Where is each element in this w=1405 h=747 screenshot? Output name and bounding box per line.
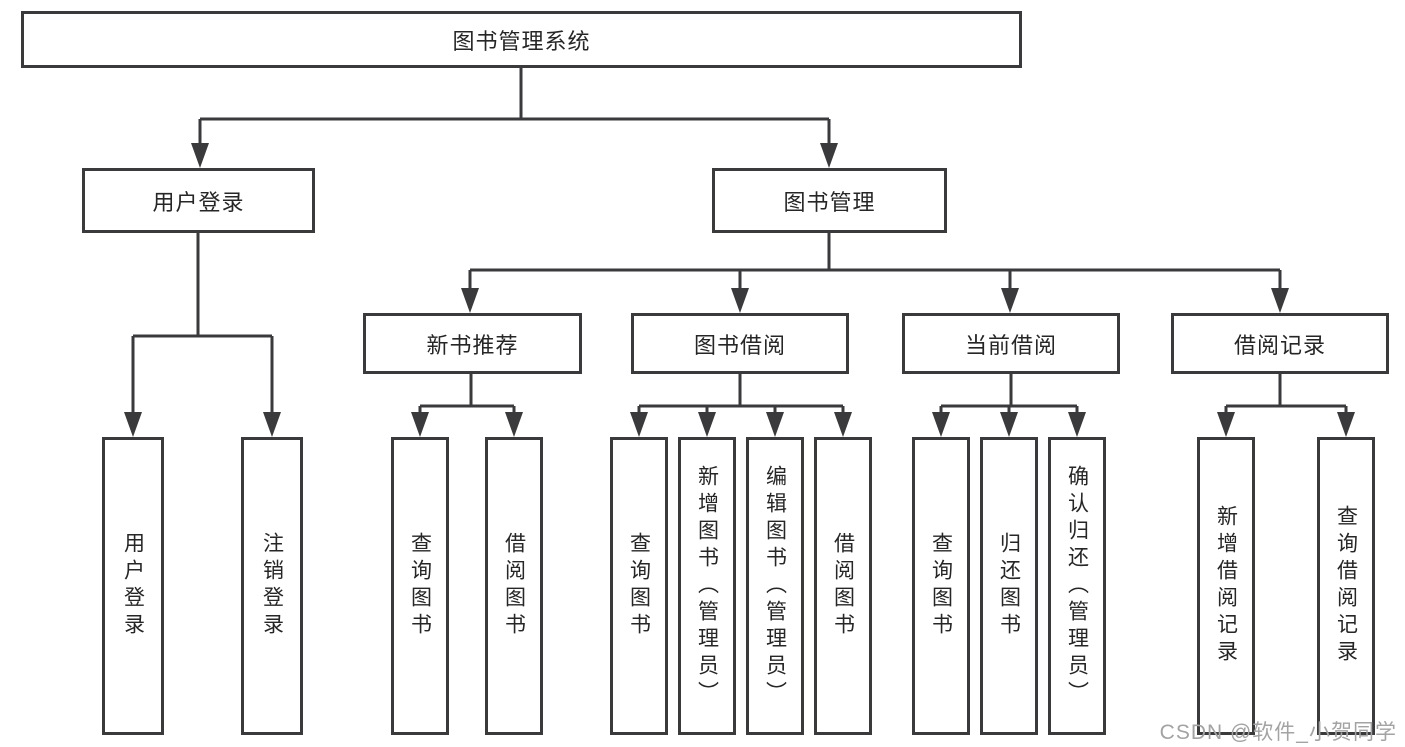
node-root-label: 图书管理系统 (452, 28, 591, 54)
leaf-query-books-borrowing: 查询图书 (610, 437, 668, 735)
leaf-query-books-current: 查询图书 (912, 437, 970, 735)
node-root: 图书管理系统 (21, 11, 1022, 68)
node-current-borrowing: 当前借阅 (902, 313, 1120, 374)
node-book-management: 图书管理 (712, 168, 947, 233)
node-new-book-recommend: 新书推荐 (363, 313, 582, 374)
leaf-user-login-label: 用户登录 (121, 532, 145, 640)
leaf-confirm-return-admin-label: 确认归还（管理员） (1065, 464, 1089, 708)
leaf-user-login: 用户登录 (102, 437, 164, 735)
leaf-logout: 注销登录 (241, 437, 303, 735)
leaf-confirm-return-admin: 确认归还（管理员） (1048, 437, 1106, 735)
leaf-borrow-books-label: 借阅图书 (831, 532, 855, 640)
node-borrow-records: 借阅记录 (1171, 313, 1389, 374)
leaf-add-borrow-record-label: 新增借阅记录 (1214, 505, 1238, 667)
node-borrow-records-label: 借阅记录 (1233, 332, 1326, 358)
node-new-book-recommend-label: 新书推荐 (426, 332, 519, 358)
node-current-borrowing-label: 当前借阅 (964, 332, 1057, 358)
leaf-return-books: 归还图书 (980, 437, 1038, 735)
leaf-edit-books-admin-label: 编辑图书（管理员） (763, 464, 787, 708)
leaf-edit-books-admin: 编辑图书（管理员） (746, 437, 804, 735)
node-user-login: 用户登录 (82, 168, 315, 233)
leaf-borrow-books-recommend: 借阅图书 (485, 437, 543, 735)
leaf-add-books-admin-label: 新增图书（管理员） (695, 464, 719, 708)
leaf-add-books-admin: 新增图书（管理员） (678, 437, 736, 735)
node-user-login-label: 用户登录 (152, 189, 245, 215)
csdn-watermark: CSDN @软件_小贺同学 (1159, 721, 1397, 744)
leaf-query-books-recommend: 查询图书 (391, 437, 449, 735)
leaf-query-borrow-record-label: 查询借阅记录 (1334, 505, 1358, 667)
leaf-query-books-recommend-label: 查询图书 (408, 532, 432, 640)
leaf-query-borrow-record: 查询借阅记录 (1317, 437, 1375, 735)
leaf-add-borrow-record: 新增借阅记录 (1197, 437, 1255, 735)
leaf-query-books-borrowing-label: 查询图书 (627, 532, 651, 640)
leaf-query-books-current-label: 查询图书 (929, 532, 953, 640)
node-book-borrowing-label: 图书借阅 (693, 332, 786, 358)
leaf-return-books-label: 归还图书 (997, 532, 1021, 640)
leaf-borrow-books-recommend-label: 借阅图书 (502, 532, 526, 640)
node-book-borrowing: 图书借阅 (631, 313, 849, 374)
node-book-management-label: 图书管理 (783, 189, 876, 215)
leaf-borrow-books: 借阅图书 (814, 437, 872, 735)
leaf-logout-label: 注销登录 (260, 532, 284, 640)
